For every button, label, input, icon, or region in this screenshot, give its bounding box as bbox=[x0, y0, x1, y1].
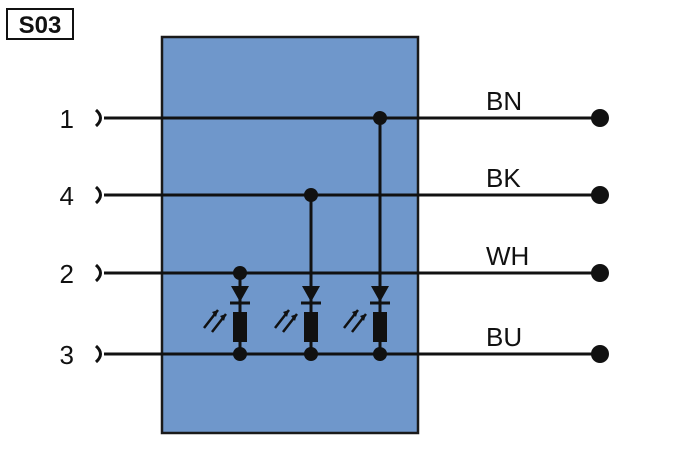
wire-color-wh: WH bbox=[486, 241, 529, 271]
socket-contact-icon bbox=[94, 108, 102, 128]
junction-dot bbox=[373, 111, 387, 125]
socket-contact-icon bbox=[94, 263, 102, 283]
socket-contact-icon bbox=[94, 185, 102, 205]
badge-text: S03 bbox=[19, 12, 62, 39]
junction-dot bbox=[304, 347, 318, 361]
junction-dot bbox=[304, 188, 318, 202]
wire-color-bk: BK bbox=[486, 163, 521, 193]
junction-dot bbox=[373, 347, 387, 361]
wire-color-bu: BU bbox=[486, 322, 522, 352]
junction-dot bbox=[233, 266, 247, 280]
wires bbox=[104, 116, 600, 356]
pin-label-4: 4 bbox=[60, 181, 74, 211]
pin-label-2: 2 bbox=[60, 259, 74, 289]
connector-housing bbox=[160, 35, 420, 435]
pin-label-1: 1 bbox=[60, 104, 74, 134]
wire-end-dot-icon bbox=[591, 186, 609, 204]
wire-end-dot-icon bbox=[591, 264, 609, 282]
wire-color-bn: BN bbox=[486, 86, 522, 116]
socket-contact-icon bbox=[94, 344, 102, 364]
pin-label-3: 3 bbox=[60, 340, 74, 370]
diagram-badge: S03 bbox=[6, 8, 74, 40]
junction-dot bbox=[233, 347, 247, 361]
wire-end-dot-icon bbox=[591, 345, 609, 363]
wire-end-dot-icon bbox=[591, 109, 609, 127]
